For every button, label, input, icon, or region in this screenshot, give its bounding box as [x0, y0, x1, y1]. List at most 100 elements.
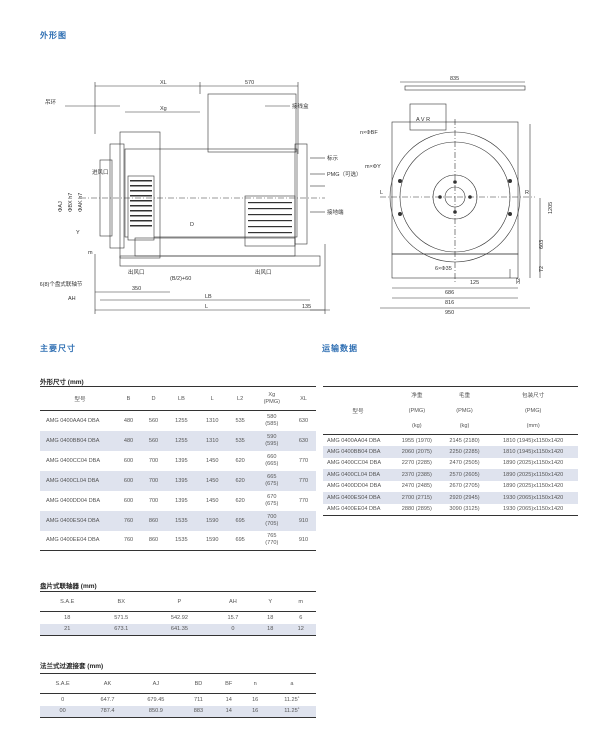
cell-gross: 2145 (2180): [449, 437, 480, 444]
main-dims-title: 主要尺寸: [40, 344, 76, 353]
cell: 0: [61, 696, 65, 703]
dim-135: 135: [302, 304, 311, 310]
cell-b: 600: [123, 477, 134, 484]
cell-xl: 630: [298, 437, 309, 444]
trans-header-gross-unit: (kg): [440, 418, 489, 435]
cell: 14: [225, 708, 232, 715]
dim-72: 72: [539, 266, 545, 272]
flange-header-bf: BF: [214, 673, 243, 694]
trans-header-pack-unit: (mm): [488, 418, 578, 435]
cell-xl: 770: [298, 477, 309, 484]
dimensions-table: 型号 B D LB L L2 Xg (PMG) XL AMG 0400AA04 …: [40, 386, 316, 551]
dims-header-l2: L2: [227, 386, 253, 411]
dim-125: 125: [470, 280, 479, 286]
cell-model: AMG 0400EE04 DBA: [46, 537, 100, 544]
cell-xg: 765 (770): [265, 533, 279, 547]
cell-b: 760: [123, 517, 134, 524]
label-outlet-right: 出风口: [255, 268, 272, 276]
cell: 18: [267, 614, 274, 621]
trans-header-pack-pmg: (PMG): [524, 407, 542, 414]
cell-d: 700: [148, 477, 159, 484]
cell: 11.25˚: [284, 708, 300, 715]
trans-header-gross-pmg: (PMG): [456, 407, 473, 414]
dim-xg: Xg: [160, 106, 167, 112]
cell: 571.5: [114, 614, 129, 621]
flange-header-sae: S.A.E: [40, 673, 86, 694]
table-row: 00 787.4 850.9 883 14 16 11.25˚: [40, 705, 316, 718]
dim-b2-60: (B/2)+60: [170, 276, 191, 282]
flange-header-a: a: [267, 673, 316, 694]
cell: 18: [267, 626, 274, 633]
cell: 673.1: [114, 626, 129, 633]
outline-dims-label: 外形尺寸 (mm): [40, 379, 84, 386]
cell-l2: 695: [235, 517, 245, 524]
dim-1205: 1205: [548, 202, 554, 214]
cell-xg: 580 (585): [265, 413, 279, 427]
table-row: AMG 0400BB04 DBA 2060 (2075) 2250 (2285)…: [323, 446, 578, 458]
label-hole-note: 6×Φ35: [435, 266, 452, 272]
dim-835: 835: [450, 76, 459, 82]
disc-header-y: Y: [255, 591, 286, 612]
flange-header-n: n: [242, 673, 268, 694]
dim-phi-ak: ΦAK h7: [78, 193, 84, 212]
dims-header-b: B: [116, 386, 141, 411]
cell-xg: 670 (675): [265, 493, 279, 507]
cell-model: AMG 0400CC04 DBA: [327, 460, 382, 467]
cell-d: 860: [148, 517, 159, 524]
flange-header-row: S.A.E AK AJ BD BF n a: [40, 673, 316, 694]
cell-model: AMG 0400BB04 DBA: [46, 437, 100, 444]
table-row: AMG 0400ES04 DBA 760 860 1535 1590 695 7…: [40, 510, 316, 531]
label-ground: 接地端: [327, 208, 344, 216]
trans-header-gross: 毛重: [458, 392, 471, 399]
label-avr: A V R: [416, 117, 430, 123]
cell-model: AMG 0400CC04 DBA: [46, 457, 101, 464]
cell-d: 700: [148, 457, 159, 464]
cell-lb: 1255: [175, 437, 188, 444]
table-row: 0 647.7 679.45 711 14 16 11.25˚: [40, 694, 316, 706]
cell-net: 2700 (2715): [401, 494, 432, 501]
dims-header-xg: Xg (PMG): [252, 386, 291, 411]
label-r-side: R: [525, 190, 529, 196]
outline-drawing: XL 570 Xg 吊环 接线盒 ΦAJ ΦBX h7 ΦAK h7 D 进风口…: [35, 64, 600, 326]
dim-ah: AH: [68, 296, 76, 302]
cell-net: 2370 (2385): [401, 471, 432, 478]
table-row: AMG 0400CL04 DBA 2370 (2385) 2570 (2605)…: [323, 469, 578, 481]
cell-l2: 535: [235, 417, 245, 424]
cell-xl: 770: [298, 497, 309, 504]
flange-header-bd: BD: [181, 673, 215, 694]
trans-header-net-pmg: (PMG): [408, 407, 426, 414]
dims-header-lb: LB: [166, 386, 197, 411]
cell-model: AMG 0400ES04 DBA: [46, 517, 100, 524]
table-row: AMG 0400ES04 DBA 2700 (2715) 2920 (2945)…: [323, 492, 578, 504]
trans-header-model: 型号: [323, 386, 393, 435]
cell: 0: [231, 626, 235, 633]
cell-pack: 1890 (2025)x1150x1420: [503, 471, 564, 478]
transport-table: 型号 净重 毛重 包装尺寸 (PMG) (PMG) (PMG) (kg) (kg…: [323, 386, 578, 516]
cell-l: 1310: [205, 437, 219, 444]
cell-lb: 1535: [175, 537, 188, 544]
dims-header-l: L: [196, 386, 228, 411]
dim-350: 350: [132, 286, 141, 292]
cell-d: 560: [148, 437, 159, 444]
dim-phi-bx: ΦBX h7: [68, 193, 74, 212]
table-row: AMG 0400EE04 DBA 760 860 1535 1590 695 7…: [40, 531, 316, 551]
flange-header-aj: AJ: [129, 673, 182, 694]
cell-lb: 1395: [175, 497, 188, 504]
cell: 00: [59, 708, 66, 715]
cell-b: 600: [123, 457, 134, 464]
cell: 11.25˚: [284, 696, 300, 703]
dim-950: 950: [445, 310, 454, 316]
cell-net: 2880 (2895): [401, 506, 432, 512]
cell-gross: 2570 (2605): [449, 471, 480, 478]
trans-header-net: 净重: [411, 392, 423, 399]
cell-xl: 910: [298, 537, 309, 544]
label-outlet: 出风口: [128, 268, 145, 276]
cell-xl: 770: [298, 457, 309, 464]
cell-pack: 1810 (1945)x1150x1420: [503, 437, 564, 444]
cell-l2: 620: [235, 457, 245, 464]
cell-net: 2270 (2285): [401, 460, 432, 467]
cell-lb: 1395: [175, 477, 188, 484]
dim-32: 32: [516, 278, 522, 284]
label-nbf: n×ΦBF: [360, 130, 378, 136]
cell-l: 1450: [205, 477, 219, 484]
